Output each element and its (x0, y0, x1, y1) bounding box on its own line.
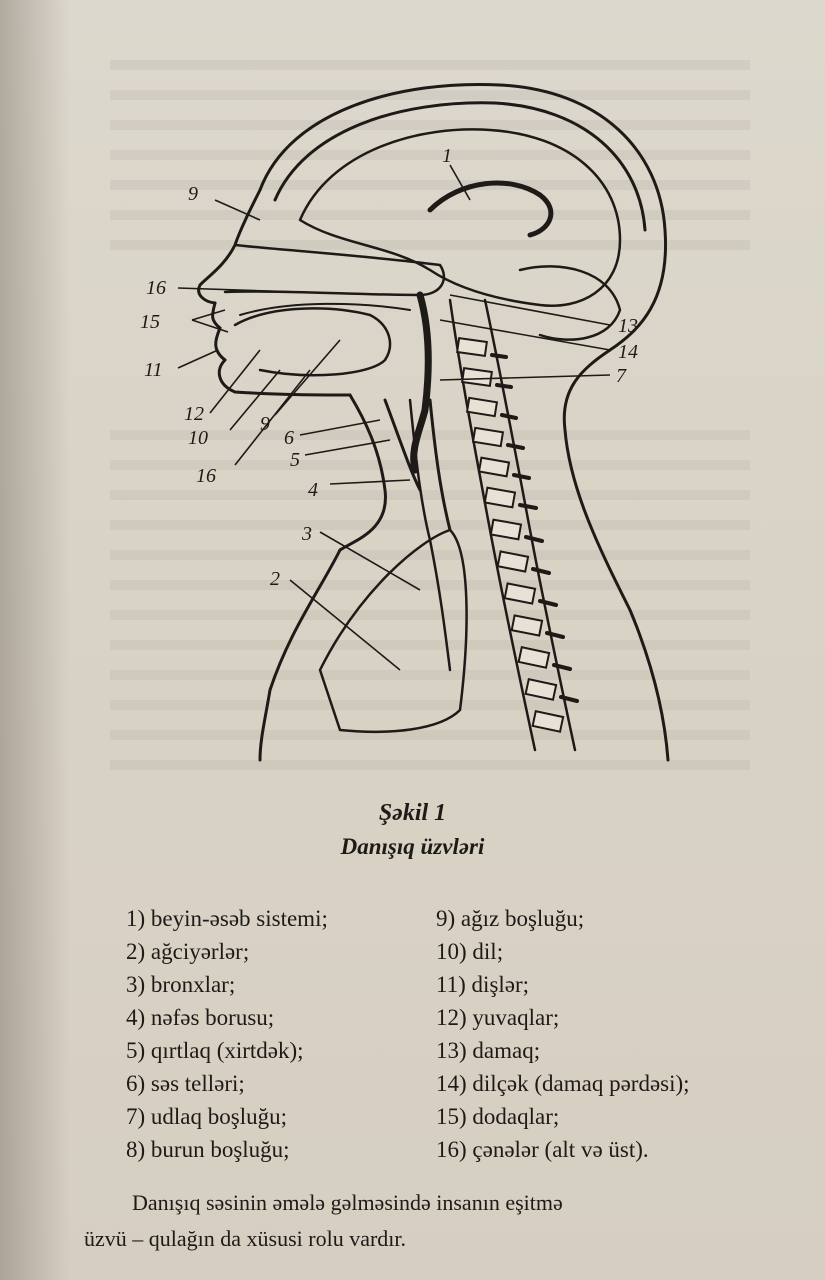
upper-lip (211, 301, 222, 330)
bleed-through-texture (110, 430, 750, 790)
legend-item: 11) dişlər; (436, 972, 530, 997)
back-of-neck (562, 348, 670, 762)
legend-item: 6) səs telləri; (126, 1071, 245, 1096)
legend-item: 5) qırtlaq (xirtdək); (126, 1038, 304, 1063)
pharynx (410, 291, 432, 474)
legend-left-column: 1) beyin-əsəb sistemi; 2) ağciyərlər; 3)… (126, 902, 328, 1166)
skull-inner (273, 101, 647, 232)
figure-label-15: 15 (140, 311, 160, 333)
figure-caption-number: Şəkil 1 (378, 800, 447, 826)
legend-item: 14) dilçək (damaq pərdəsi); (436, 1071, 690, 1096)
figure-label-9b: 9 (260, 413, 270, 435)
figure-caption-title: Danışıq üzvləri (340, 834, 485, 859)
figure-label-1: 1 (442, 145, 452, 167)
figure-label-6: 6 (284, 427, 294, 449)
figure-label-12: 12 (184, 403, 204, 425)
forehead (197, 188, 262, 305)
figure-label-16: 16 (146, 277, 166, 299)
legend-item: 12) yuvaqlar; (436, 1005, 560, 1030)
figure-label-14: 14 (618, 341, 638, 363)
legend-item: 4) nəfəs borusu; (126, 1005, 275, 1030)
cerebellum (518, 265, 622, 341)
vertebrae (456, 336, 565, 733)
spine-front (448, 298, 537, 752)
mouth (214, 326, 227, 362)
legend-item: 8) burun boşluğu; (126, 1137, 290, 1162)
figure-label-10: 10 (188, 427, 208, 449)
figure-label-16b: 16 (196, 465, 216, 487)
trachea-2 (428, 398, 452, 532)
legend-item: 2) ağciyərlər; (126, 939, 250, 964)
legend-item: 16) çənələr (alt və üst). (436, 1137, 649, 1162)
speech-organs-figure: 1 9 16 15 11 12 10 9 6 16 5 4 3 2 13 14 … (140, 82, 670, 762)
legend-item: 10) dil; (436, 939, 504, 964)
palate (239, 302, 411, 316)
figure-label-4: 4 (308, 479, 318, 501)
figure-label-9: 9 (188, 183, 198, 205)
legend-item: 13) damaq; (436, 1038, 541, 1063)
legend-right-column: 9) ağız boşluğu; 10) dil; 11) dişlər; 12… (436, 902, 690, 1166)
paragraph-line-1: Danışıq səsinin əmələ gəlməsində insanın… (132, 1190, 563, 1215)
spine-back (483, 298, 577, 752)
legend-item: 7) udlaq boşluğu; (126, 1104, 287, 1129)
legend-item: 9) ağız boşluğu; (436, 906, 585, 931)
legend-item: 15) dodaqlar; (436, 1104, 560, 1129)
brain-fold (427, 180, 554, 238)
nasal-cavity (223, 243, 446, 297)
tongue (233, 307, 392, 377)
page-gutter-shadow (0, 0, 70, 1280)
chest-wall (258, 548, 342, 762)
brain (298, 128, 622, 307)
figure-label-5: 5 (290, 449, 300, 471)
figure-label-11: 11 (144, 359, 163, 381)
neck-front-2 (383, 398, 422, 492)
legend-item: 1) beyin-əsəb sistemi; (126, 906, 328, 931)
neck-front (338, 393, 387, 552)
paragraph-line-2: üzvü – qulağın da xüsusi rolu vardır. (84, 1226, 407, 1251)
legend-item: 3) bronxlar; (126, 972, 236, 997)
leader-lines (177, 164, 611, 671)
lung (318, 528, 468, 734)
figure-label-7: 7 (616, 365, 627, 387)
figure-label-3: 3 (301, 523, 312, 545)
skull-outline (258, 82, 668, 352)
figure-label-2: 2 (270, 568, 280, 590)
lower-lip-chin (217, 358, 352, 397)
spinal-processes (490, 353, 579, 703)
figure-label-13: 13 (618, 315, 638, 337)
